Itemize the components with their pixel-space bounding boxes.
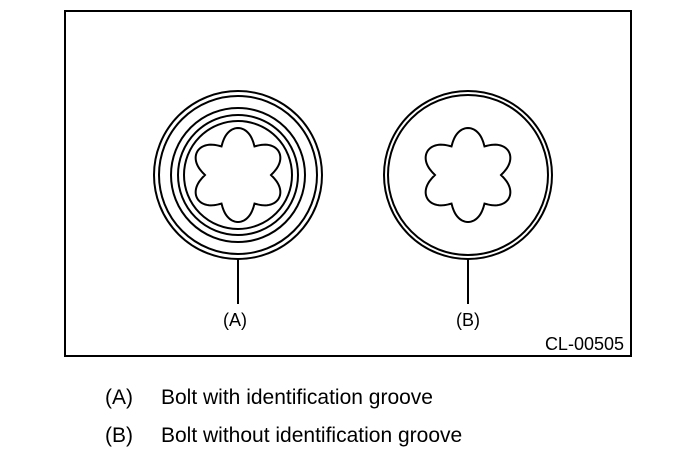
legend-key: (A) (105, 386, 133, 409)
bolt-a-groove-inner (177, 114, 299, 236)
bolt-diagram (153, 90, 553, 304)
bolt-a-groove-outer (170, 107, 306, 243)
bolt-a-outer-rim (153, 90, 323, 260)
figure-frame: (A) (B) CL-00505 (64, 10, 632, 357)
bolt-b-outer-rim (383, 90, 553, 260)
bolt-head-without-groove-icon (383, 90, 553, 304)
bolt-b-outer-rim-inner (387, 94, 549, 256)
callout-label-b: (B) (456, 310, 480, 330)
legend-text: Bolt without identification groove (161, 424, 463, 447)
legend-text: Bolt with identification groove (161, 386, 433, 409)
bolt-a-outer-rim-inner (158, 95, 318, 255)
legend-item: (B) Bolt without identification groove (105, 424, 462, 462)
bolt-a-torx-socket (194, 126, 282, 224)
bolt-a-socket-seat (183, 120, 293, 230)
legend-key: (B) (105, 424, 133, 447)
figure-code: CL-00505 (544, 334, 624, 354)
callout-label-a: (A) (223, 310, 247, 330)
legend-item: (A) Bolt with identification groove (105, 386, 462, 424)
bolt-b-torx-socket (424, 126, 512, 224)
legend: (A) Bolt with identification groove (B) … (105, 386, 462, 462)
bolt-head-with-groove-icon (153, 90, 323, 304)
